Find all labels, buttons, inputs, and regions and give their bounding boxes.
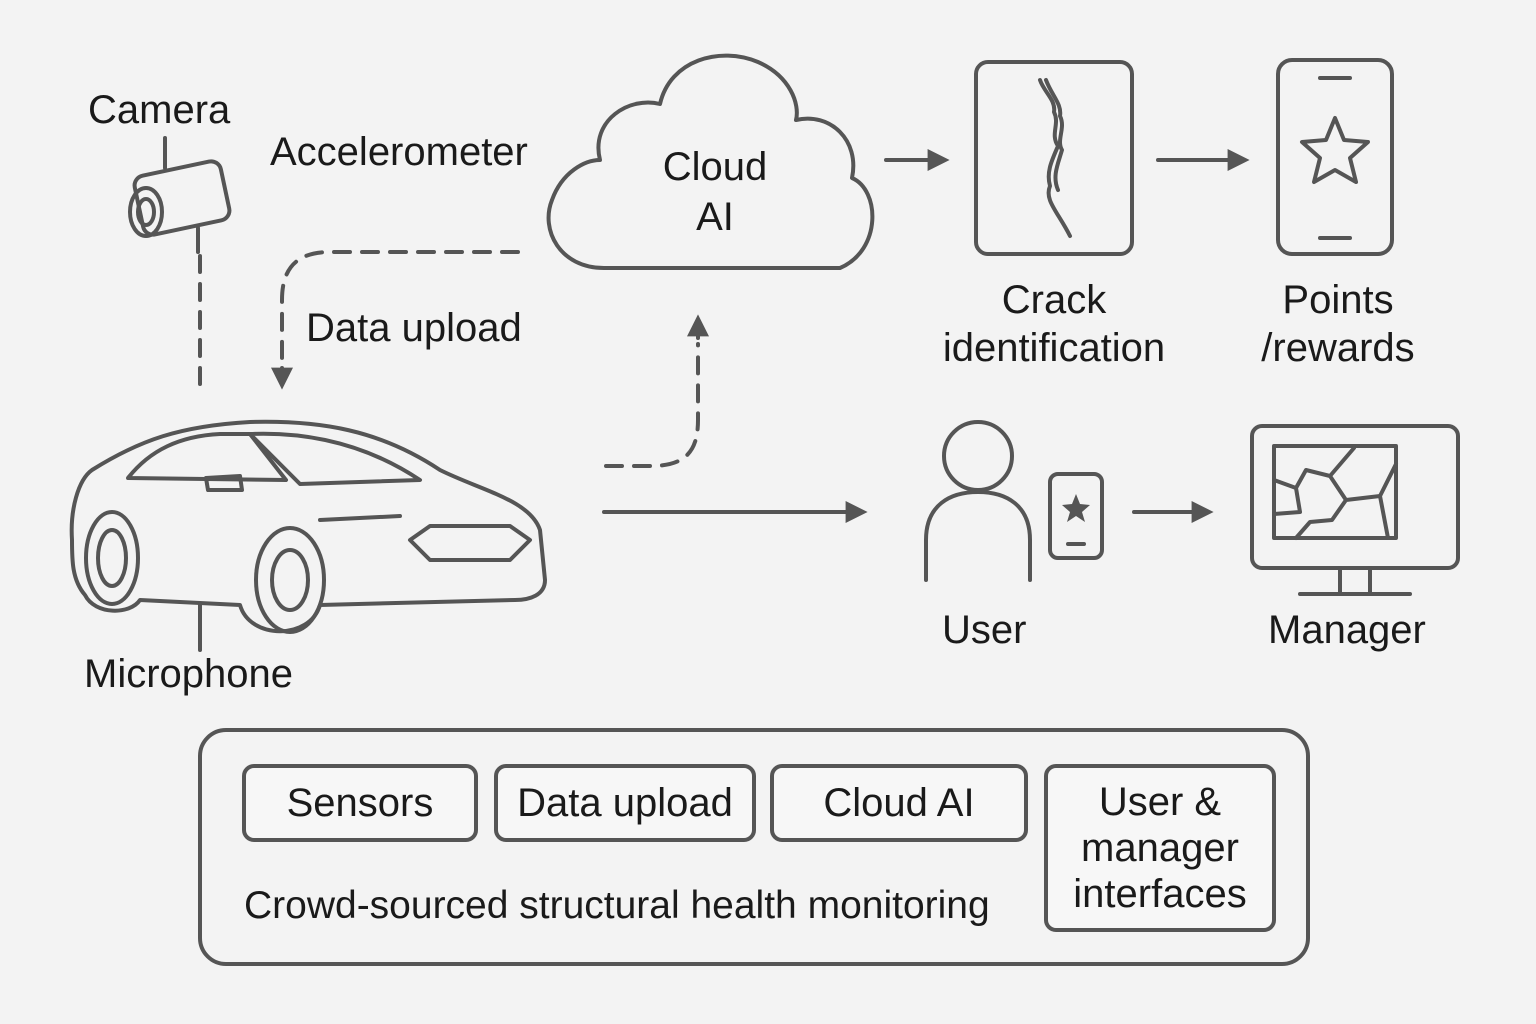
points-rewards-label: Points /rewards: [1261, 278, 1415, 370]
monitor-map-icon: [1250, 424, 1460, 596]
legend-panel: [198, 728, 1310, 966]
data-upload-arrow: [280, 250, 520, 370]
cloud-icon: [546, 53, 875, 270]
data-upload-label: Data upload: [306, 306, 522, 350]
legend-caption: Crowd-sourced structural health monitori…: [244, 884, 990, 927]
star-phone-icon: [1276, 58, 1394, 256]
user-label: User: [942, 608, 1027, 652]
camera-label: Camera: [88, 88, 231, 132]
car-icon: [69, 419, 547, 634]
user-phone-icon: [1048, 472, 1104, 560]
car-to-cloud-arrow: [604, 342, 700, 468]
legend-box-sensors: Sensors: [242, 764, 478, 842]
crack-tablet-icon: [974, 60, 1134, 256]
manager-label: Manager: [1268, 608, 1426, 652]
legend-box-interfaces: User & manager interfaces: [1044, 764, 1276, 932]
camera-icon: [128, 136, 232, 254]
accelerometer-label: Accelerometer: [270, 130, 528, 174]
crack-identification-label: Crack identification: [942, 278, 1166, 370]
user-icon: [924, 420, 1032, 582]
cloud-ai-label: Cloud AI: [662, 145, 768, 239]
microphone-label: Microphone: [84, 652, 294, 696]
legend-box-data-upload: Data upload: [494, 764, 756, 842]
legend-box-cloud-ai: Cloud AI: [770, 764, 1028, 842]
